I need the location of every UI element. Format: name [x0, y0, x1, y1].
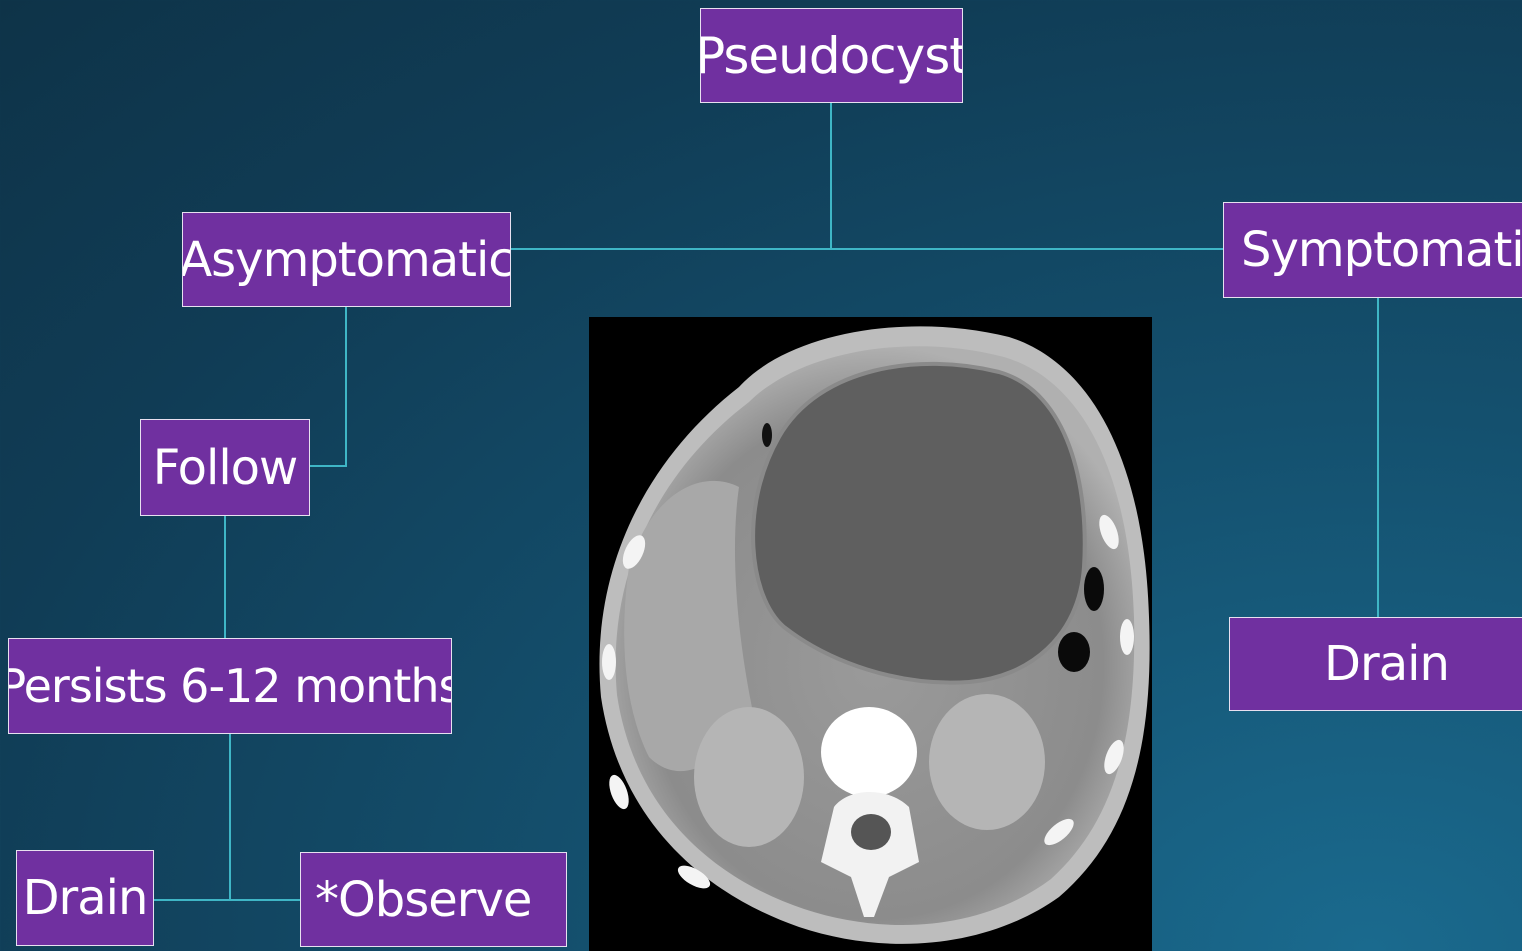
persists-node: Persists 6-12 months [8, 638, 452, 734]
drain-left-node: Drain [16, 850, 154, 946]
follow-node: Follow [140, 419, 310, 516]
persists-label: Persists 6-12 months [8, 663, 452, 709]
gas-bubble [1058, 632, 1090, 672]
observe-node: *Observe [300, 852, 567, 947]
symptomatic-node: Symptomatic [1223, 202, 1522, 298]
asymptomatic-label: Asymptomatic [182, 236, 511, 284]
connector-asymptomatic-follow [310, 306, 346, 466]
rib [602, 644, 616, 680]
left-kidney [929, 694, 1045, 830]
right-kidney [694, 707, 804, 847]
ct-scan-drawing [589, 317, 1152, 951]
asymptomatic-node: Asymptomatic [182, 212, 511, 307]
follow-label: Follow [153, 444, 298, 492]
vertebral-body [821, 707, 917, 797]
drain-left-label: Drain [23, 874, 148, 922]
rib [1120, 619, 1134, 655]
drain-right-node: Drain [1229, 617, 1522, 711]
gas-bubble [1084, 567, 1104, 611]
symptomatic-label: Symptomatic [1241, 226, 1522, 274]
observe-label: *Observe [315, 876, 531, 924]
pseudocyst-mass [753, 364, 1085, 683]
gas-bubble [762, 423, 772, 447]
pseudocyst-label: Pseudocyst [700, 31, 963, 81]
spinal-canal [851, 814, 891, 850]
pseudocyst-node: Pseudocyst [700, 8, 963, 103]
drain-right-label: Drain [1324, 640, 1449, 688]
ct-scan-image [589, 317, 1152, 951]
